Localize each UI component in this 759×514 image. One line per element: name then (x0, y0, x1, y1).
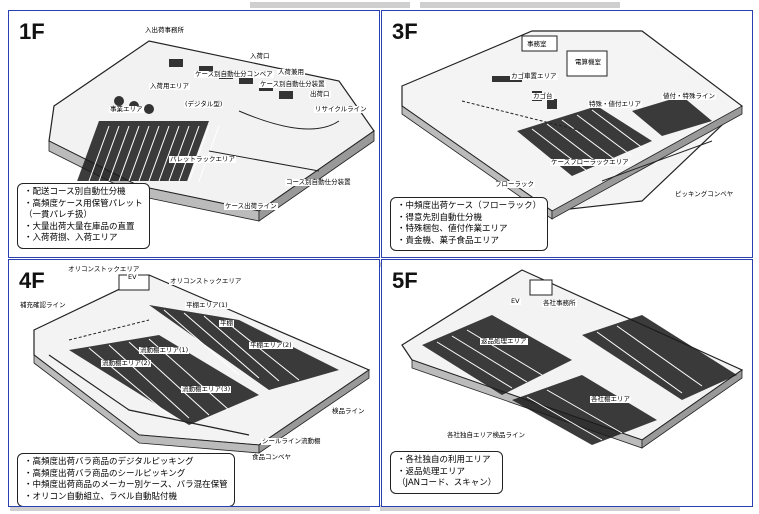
diagram-label: 入荷口 (249, 52, 271, 60)
diagram-label: 電算機室 (574, 58, 602, 66)
floor-panel-1f: 1F 入出荷事務所 入荷口 入荷用エリア 事業エリア パレットラックエリア 人荷… (8, 10, 380, 258)
note-item: 返品処理エリア (397, 467, 496, 479)
diagram-label: EV (127, 273, 138, 281)
diagram-label: コース別自動仕分装置 (285, 178, 352, 186)
diagram-label: ケース出荷ライン (224, 202, 278, 210)
floor-label: 5F (392, 268, 418, 293)
diagram-label: 出荷口 (309, 90, 331, 98)
notes-box-3f: 中頻度出荷ケース（フローラック） 得意先別自動仕分機 特殊梱包、値付作業エリア … (390, 197, 549, 251)
diagram-label: 平棚エリア(1) (185, 301, 229, 309)
diagram-label: リサイクルライン (314, 105, 368, 113)
floor-panel-3f: 3F 事務室 電算機室 カゴ車置エリア カゴ台 特殊・値付エリア 値付・特殊ライ… (381, 10, 753, 258)
diagram-label: 事業エリア (109, 105, 144, 113)
diagram-label: ケース別自動仕分装置 (259, 80, 326, 88)
note-item: オリコン自動組立、ラベル自動貼付機 (24, 492, 228, 504)
note-item: 特殊梱包、値付作業エリア (397, 224, 541, 236)
diagram-label: シールライン流動棚 (261, 437, 322, 445)
diagram-label: 検品ライン (331, 407, 366, 415)
floor-label: 1F (19, 19, 45, 44)
diagram-label: 各社棚エリア (590, 395, 631, 403)
diagram-label: 各社独自エリア検品ライン (446, 431, 526, 439)
note-item: 貴金機、菓子食品エリア (397, 236, 541, 248)
note-item: 中頻度出荷商品のメーカー別ケース、バラ混在保管 (24, 480, 228, 492)
floor-plan-4f (33, 274, 371, 454)
note-item: 中頻度出荷ケース（フローラック） (397, 201, 542, 213)
diagram-label: 返品処理エリア (480, 337, 528, 345)
diagram-label: (デジタル型) (184, 100, 224, 108)
notes-box-5f: 各社独自の利用エリア 返品処理エリア （JANコード、スキャン） (390, 451, 504, 494)
diagram-label: 特殊・値付エリア (588, 100, 642, 108)
diagram-label: 平棚 (219, 319, 234, 327)
note-item: 大量出荷大量在庫品の直置 (24, 222, 143, 234)
floor-panel-5f: 5F EV 各社事務所 返品処理エリア 各社棚エリア 各社独自エリア検品ライン … (381, 259, 753, 507)
diagram-label: 流動棚エリア(3) (181, 385, 232, 393)
diagram-label: EV (510, 297, 521, 305)
floor-panel-4f: 4F オリコンストックエリア EV オリコンストックエリア 補充確認ライン 平棚… (8, 259, 380, 507)
note-item: 高頻度出荷バラ商品のシールピッキング (24, 469, 228, 481)
floor-label: 4F (19, 268, 45, 293)
diagram-label: 事務室 (526, 40, 548, 48)
diagram-label: 値付・特殊ライン (662, 92, 716, 100)
diagram-label: 補充確認ライン (19, 301, 67, 309)
floor-plan-5f (401, 269, 744, 449)
floor-label: 3F (392, 19, 418, 44)
note-item: 得意先別自動仕分機 (397, 213, 541, 225)
diagram-label: 入荷用エリア (149, 82, 190, 90)
note-item: 入荷荷捌、入荷エリア (24, 233, 143, 245)
note-item: （一貫パレチ扱） (24, 210, 93, 220)
note-item: 高頻度出荷バラ商品のデジタルピッキング (24, 457, 228, 469)
note-item: 配送コース別自動仕分機 (24, 187, 143, 199)
diagram-label: 入出荷事務所 (144, 26, 185, 34)
notes-box-1f: 配送コース別自動仕分機 高頻度ケース用保管パレット （一貫パレチ扱） 大量出荷大… (17, 183, 150, 249)
note-item: 各社独自の利用エリア (397, 455, 496, 467)
diagram-label: カゴ車置エリア (510, 72, 558, 80)
floor-plan-3f (401, 30, 743, 220)
diagram-label: 人荷兼用 (277, 68, 305, 76)
diagram-label: オリコンストックエリア (169, 277, 243, 285)
diagram-label: カゴ台 (532, 92, 554, 100)
diagram-label: ピッキングコンベヤ (674, 190, 735, 198)
diagram-label: オリコンストックエリア (67, 265, 141, 273)
diagram-label: 流動棚エリア(2) (101, 359, 152, 367)
diagram-label: 各社事務所 (542, 299, 577, 307)
diagram-label: パレットラックエリア (169, 155, 236, 163)
note-item: （JANコード、スキャン） (397, 478, 497, 488)
note-item: 高頻度ケース用保管パレット (24, 199, 143, 211)
diagram-label: ケースフローラックエリア (550, 158, 630, 166)
notes-box-4f: 高頻度出荷バラ商品のデジタルピッキング 高頻度出荷バラ商品のシールピッキング 中… (17, 453, 235, 506)
diagram-label: 流動棚エリア(1) (139, 346, 190, 354)
diagram-label: 食品コンベヤ (251, 453, 292, 461)
diagram-label: ケース別自動仕分コンベア (194, 70, 274, 78)
diagram-label: 平棚エリア(2) (249, 341, 293, 349)
diagram-label: フローラック (494, 180, 535, 188)
